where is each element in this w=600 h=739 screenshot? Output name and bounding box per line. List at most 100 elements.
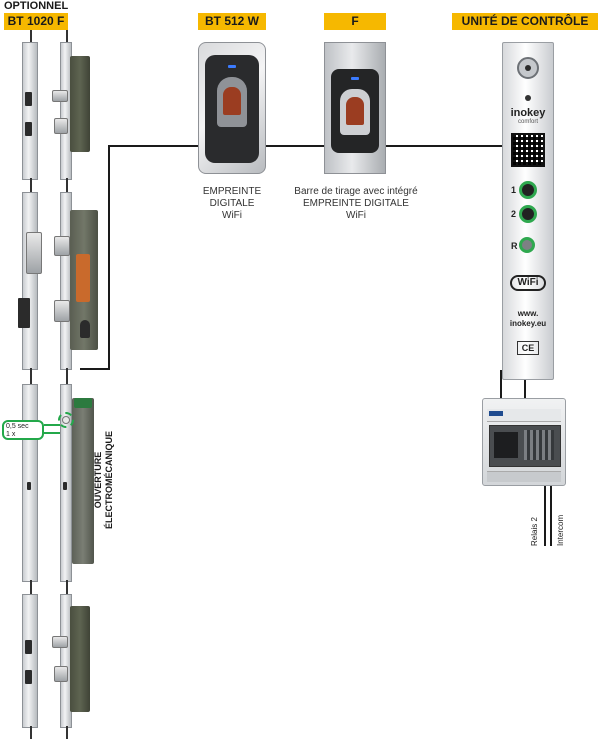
pull-bar <box>324 42 386 174</box>
reader-caption-line3: WiFi <box>222 210 242 221</box>
strike-opening <box>18 298 30 328</box>
pulse-duration: 0,5 sec <box>6 423 29 430</box>
reader-caption-line1: EMPREINTE <box>202 186 262 197</box>
control-unit-sensor <box>517 57 539 79</box>
main-lock-mechanism <box>76 254 90 302</box>
strike-opening <box>25 122 32 136</box>
ce-mark: CE <box>517 341 539 355</box>
pull-bar-caption-line3: WiFi <box>346 210 366 221</box>
strike-stub-top <box>30 30 32 42</box>
strike-opening <box>25 92 32 106</box>
wire-unit-to-relay <box>524 380 526 400</box>
motor-label: OUVERTURE ÉLECTROMÉCANIQUE <box>93 420 123 540</box>
button-2[interactable] <box>519 205 537 223</box>
strike-opening <box>25 670 32 684</box>
pull-bar-model-tag: F <box>324 13 386 30</box>
relay-board <box>489 425 561 467</box>
lock-stub <box>66 178 68 192</box>
strike-stub-bottom <box>30 726 32 739</box>
latch-bolt <box>54 236 70 256</box>
strike-rail-4 <box>22 594 38 728</box>
pull-bar-caption-line2: EMPREINTE DIGITALE <box>303 198 409 209</box>
lock-stub <box>66 580 68 594</box>
motor-connector <box>74 398 92 408</box>
sensor-center <box>525 65 531 71</box>
motor-label-line2: ÉLECTROMÉCANIQUE <box>104 431 114 530</box>
hook-bolt-case-2 <box>70 606 90 712</box>
strike-stub <box>30 580 32 594</box>
optional-label: OPTIONNEL <box>4 0 69 12</box>
wire-reader-to-pullbar <box>266 145 324 147</box>
lock-model-tag: BT 1020 F <box>4 13 68 30</box>
brand-name: inokey <box>510 107 546 119</box>
wire-to-motor <box>80 368 110 370</box>
lock-stub <box>66 368 68 384</box>
motor-lock-case <box>72 398 94 564</box>
wire-unit-left-drop <box>500 370 502 400</box>
motor-screw-hole <box>63 482 67 490</box>
website-line1: www. <box>517 309 539 318</box>
lock-stub-bottom <box>66 726 68 739</box>
pull-bar-status-led <box>351 77 359 80</box>
wifi-logo-icon: WiFi <box>510 275 546 291</box>
button-1[interactable] <box>519 181 537 199</box>
pull-bar-fingerprint-sensor <box>346 97 364 125</box>
reader-status-led <box>228 65 236 68</box>
strike-stub <box>30 368 32 384</box>
strike-screw-hole <box>27 482 31 490</box>
button-2-label: 2 <box>511 209 517 219</box>
pull-bar-caption: Barre de tirage avec intégré EMPREINTE D… <box>278 186 434 222</box>
relay-module-base <box>487 471 561 482</box>
relay-component <box>494 432 518 458</box>
wire-pullbar-to-unit <box>386 145 502 147</box>
cylinder-hole <box>80 320 90 338</box>
motor-label-line1: OUVERTURE <box>93 451 103 509</box>
pull-bar-frame <box>340 89 370 135</box>
reader-housing <box>205 55 259 163</box>
control-unit: inokey comfort 1 2 R WiFi www. inokey.eu… <box>502 42 554 380</box>
control-unit-indicator-icon <box>525 95 531 101</box>
strike-rail-1 <box>22 42 38 180</box>
strike-rail-2 <box>22 192 38 370</box>
relay-module <box>482 398 566 486</box>
pulse-callout: 0,5 sec 1 x <box>2 420 44 440</box>
fingerprint-reader <box>198 42 266 174</box>
button-1-label: 1 <box>511 185 517 195</box>
strike-opening <box>25 640 32 654</box>
relay-output-label: Relais 2 <box>530 517 539 546</box>
wire-vertical-left <box>108 145 110 370</box>
reader-frame <box>217 77 247 127</box>
lock-stub-top <box>66 30 68 42</box>
relay-module-brand-icon <box>489 411 503 416</box>
relay-module-header <box>487 409 561 422</box>
brand-subtitle: comfort <box>517 119 538 125</box>
website-line2: inokey.eu <box>509 319 547 328</box>
wire-relay-output <box>544 486 546 546</box>
button-r-label: R <box>511 241 518 251</box>
pulse-count: 1 x <box>6 431 16 438</box>
wire-intercom-output <box>550 486 552 546</box>
motor-bolt <box>62 416 70 424</box>
motor-activation-highlight <box>58 412 74 428</box>
strike-stub <box>30 178 32 192</box>
hook-bolt-case-1 <box>70 56 90 152</box>
qr-code-icon <box>511 133 545 167</box>
intercom-output-label: Intercom <box>556 514 565 546</box>
strike-plate <box>26 232 42 274</box>
reader-caption: EMPREINTE DIGITALE WiFi <box>170 186 294 222</box>
hook-bolt <box>54 666 68 682</box>
hook-bolt <box>52 636 68 648</box>
control-unit-title-tag: UNITÉ DE CONTRÔLE <box>452 13 598 30</box>
reader-caption-line2: DIGITALE <box>209 198 255 209</box>
wire-reader-left <box>108 145 198 147</box>
fingerprint-sensor <box>223 87 241 115</box>
pull-bar-caption-line1: Barre de tirage avec intégré <box>294 186 418 197</box>
reader-model-tag: BT 512 W <box>198 13 266 30</box>
dead-bolt <box>54 300 70 322</box>
pulse-callout-connector <box>44 424 60 434</box>
hook-bolt <box>54 118 68 134</box>
hook-bolt <box>52 90 68 102</box>
reset-button[interactable] <box>519 237 535 253</box>
relay-terminals <box>524 430 554 460</box>
pull-bar-housing <box>331 69 379 153</box>
